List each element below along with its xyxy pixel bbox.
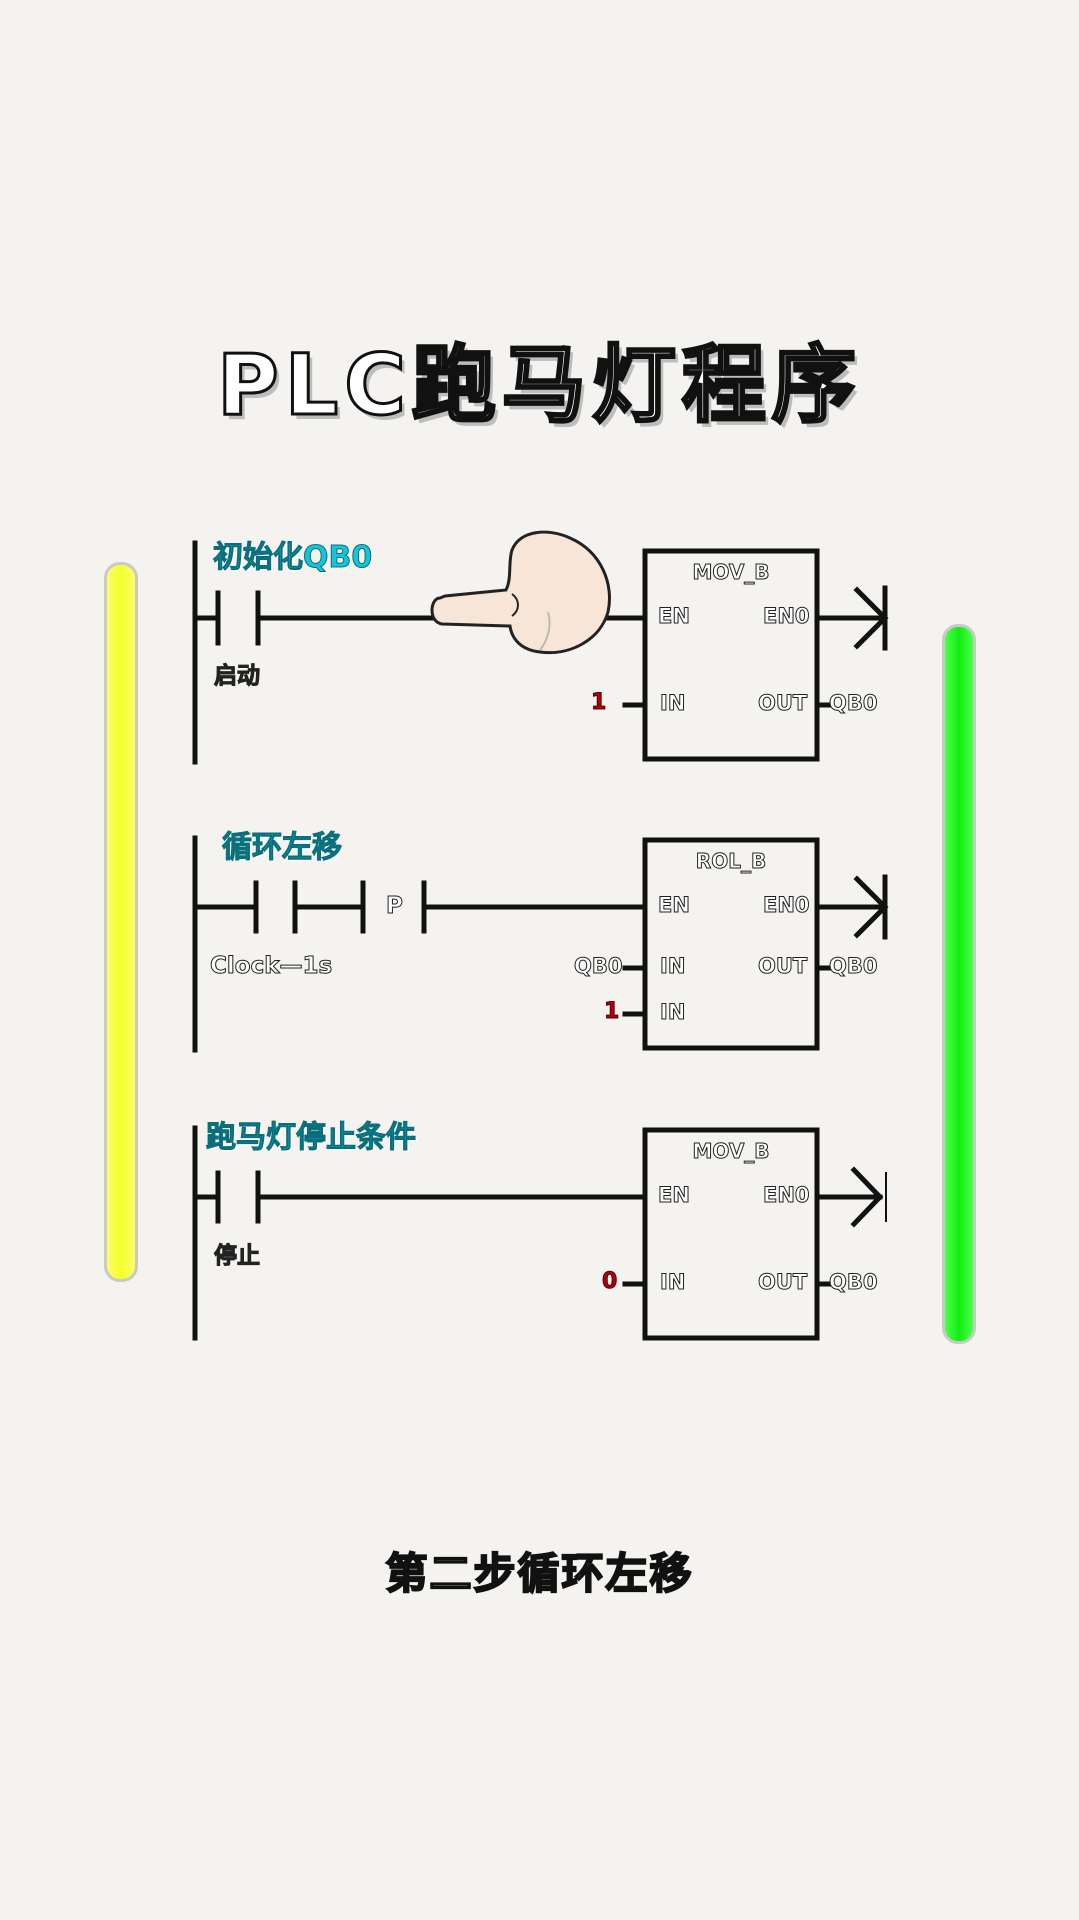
pointing-hand-icon xyxy=(430,530,611,655)
rung3-contact-label: 停止 xyxy=(214,1243,261,1270)
rung2-eno-pin: EN0 xyxy=(763,893,811,918)
rung1-out-label: OUT xyxy=(757,691,808,716)
rung3-eno-pin: EN0 xyxy=(763,1183,811,1208)
rung2-n-value: 1 xyxy=(603,999,620,1025)
rung1-block-name: MOV_B xyxy=(692,560,770,585)
rung1-in-label: IN xyxy=(659,691,686,716)
rung2-title: 循环左移 xyxy=(222,830,343,866)
rung2-out-label: OUT xyxy=(757,954,808,979)
rung2-edge-label: P xyxy=(386,893,404,920)
rung2-block-box xyxy=(642,837,820,1051)
rung3-title: 跑马灯停止条件 xyxy=(206,1120,417,1156)
right-decorative-bar xyxy=(942,624,976,1344)
rung2-in-label: IN xyxy=(659,954,686,979)
rung2-en-pin: EN xyxy=(658,893,691,918)
rung1-contact-label: 启动 xyxy=(214,663,261,690)
rung3-in-value: 0 xyxy=(601,1269,618,1295)
left-decorative-bar xyxy=(104,562,138,1282)
rung1-in-value: 1 xyxy=(590,690,607,716)
rung3-out-value: QB0 xyxy=(828,1270,878,1295)
rung3-en-pin: EN xyxy=(658,1183,691,1208)
rung2-contact-label: Clock—1s xyxy=(209,953,333,980)
page-title: PLC跑马灯程序 xyxy=(216,335,862,436)
rung1-block-box xyxy=(642,548,820,762)
rung2-out-value: QB0 xyxy=(828,954,878,979)
rung1-title: 初始化QB0 xyxy=(212,540,373,576)
rung2-in-value: QB0 xyxy=(573,954,623,979)
rung1-eno-pin: EN0 xyxy=(763,604,811,629)
rung3-block-box xyxy=(642,1127,820,1341)
rung3-block-name: MOV_B xyxy=(692,1139,770,1164)
rung3-in-label: IN xyxy=(659,1270,686,1295)
rung2-block-name: ROL_B xyxy=(695,849,767,874)
rung2-n-label: IN xyxy=(659,1000,686,1025)
rung3-coil-arrow xyxy=(850,1166,884,1228)
rung1-en-pin: EN xyxy=(658,604,691,629)
subtitle-caption: 第二步循环左移 xyxy=(384,1548,694,1599)
rung3-out-label: OUT xyxy=(757,1270,808,1295)
rung1-out-value: QB0 xyxy=(828,691,878,716)
